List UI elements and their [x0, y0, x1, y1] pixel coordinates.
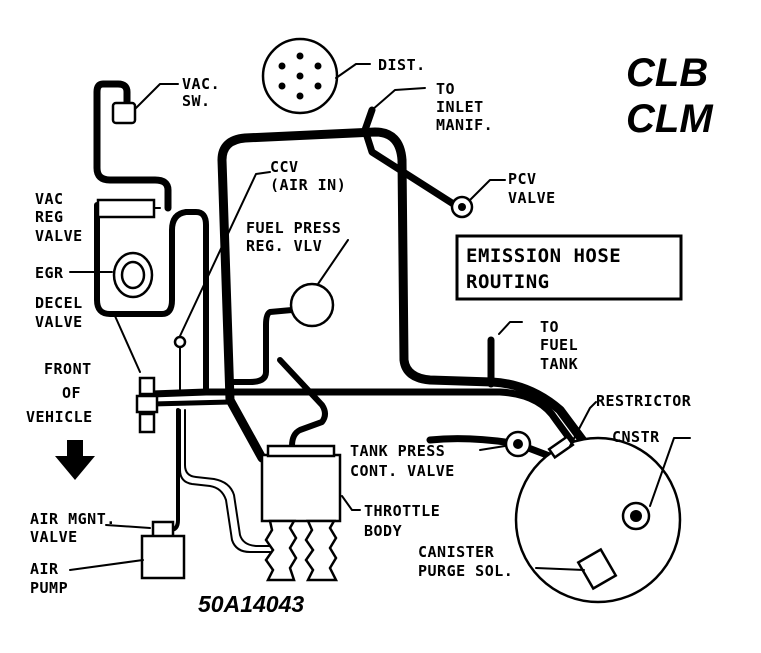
svg-text:CONT. VALVE: CONT. VALVE: [350, 462, 455, 480]
model-code-clb: CLB: [626, 51, 708, 95]
hose-tank-press-valve: [426, 435, 564, 464]
svg-text:PCV: PCV: [508, 170, 537, 188]
svg-text:VEHICLE: VEHICLE: [26, 408, 93, 426]
svg-text:MANIF.: MANIF.: [436, 116, 493, 134]
svg-text:FRONT: FRONT: [44, 360, 92, 378]
leader-lines: [69, 63, 691, 571]
label-to-inlet-manif: TO INLET MANIF.: [436, 80, 493, 134]
label-decel-valve: DECEL VALVE: [35, 294, 83, 331]
svg-text:TO: TO: [436, 80, 455, 98]
svg-text:VAC: VAC: [35, 190, 64, 208]
decel-valve: [135, 376, 159, 434]
label-fuel-press-reg: FUEL PRESS REG. VLV: [246, 219, 341, 255]
canister-purge-solenoid: [576, 547, 618, 591]
title-box: [455, 234, 683, 301]
svg-text:VALVE: VALVE: [30, 528, 78, 546]
svg-text:VALVE: VALVE: [35, 227, 83, 245]
air-pump: [140, 534, 186, 580]
svg-text:TO: TO: [540, 318, 559, 336]
label-vac-sw: VAC. SW.: [182, 75, 220, 110]
svg-text:VAC.: VAC.: [182, 75, 220, 93]
label-throttle-body: THROTTLE BODY: [364, 502, 440, 540]
svg-text:TANK: TANK: [540, 355, 578, 373]
label-vac-reg-valve: VAC REG VALVE: [35, 190, 83, 245]
hose-horizontal-main: [148, 388, 604, 484]
canister: [514, 436, 682, 604]
svg-text:AIR MGNT.: AIR MGNT.: [30, 510, 116, 528]
model-code-clm: CLM: [626, 97, 714, 141]
tank-press-cont-valve: [504, 430, 532, 458]
fuel-press-reg-valve: [289, 282, 335, 328]
svg-text:AIR: AIR: [30, 560, 59, 578]
label-air-pump: AIR PUMP: [30, 560, 68, 597]
label-front-of-vehicle: FRONT OF VEHICLE: [26, 360, 93, 426]
label-pcv-valve: PCV VALVE: [508, 170, 556, 207]
label-canister-purge: CANISTER PURGE SOL.: [418, 543, 513, 580]
vac-switch: [111, 101, 137, 125]
label-dist: DIST.: [378, 56, 426, 74]
hose-to-inlet-manifold: [361, 106, 459, 209]
svg-text:VALVE: VALVE: [508, 189, 556, 207]
svg-text:CCV: CCV: [270, 158, 299, 176]
label-to-fuel-tank: TO FUEL TANK: [540, 318, 578, 373]
svg-text:FUEL: FUEL: [540, 336, 578, 354]
throttle-body: [260, 444, 342, 582]
label-cnstr: CNSTR: [612, 428, 660, 446]
title-line-1: EMISSION HOSE: [466, 245, 621, 267]
pcv-valve: [450, 195, 474, 219]
label-restrictor: RESTRICTOR: [596, 392, 692, 410]
svg-text:(AIR IN): (AIR IN): [270, 176, 346, 194]
label-ccv: CCV (AIR IN): [270, 158, 346, 194]
main-hose-loop: [217, 127, 641, 517]
title-line-2: ROUTING: [466, 271, 550, 293]
hose-fuel-press-reg: [227, 307, 328, 449]
svg-text:PURGE SOL.: PURGE SOL.: [418, 562, 513, 580]
svg-text:REG: REG: [35, 208, 64, 226]
distributor-cap: [261, 37, 339, 115]
svg-text:FUEL PRESS: FUEL PRESS: [246, 219, 341, 237]
label-tank-press: TANK PRESS CONT. VALVE: [350, 442, 455, 480]
egr-valve: [112, 251, 154, 299]
svg-text:VALVE: VALVE: [35, 313, 83, 331]
svg-text:REG. VLV: REG. VLV: [246, 237, 322, 255]
svg-text:DIST.: DIST.: [378, 56, 426, 74]
restrictor: [547, 434, 575, 460]
figure-code: 50A14043: [198, 591, 304, 617]
hose-vac-switch: [93, 80, 172, 212]
svg-text:BODY: BODY: [364, 522, 402, 540]
vac-reg-valve: [96, 198, 156, 219]
svg-text:RESTRICTOR: RESTRICTOR: [596, 392, 692, 410]
svg-text:INLET: INLET: [436, 98, 484, 116]
ccv-fitting: [173, 335, 187, 349]
svg-text:TANK PRESS: TANK PRESS: [350, 442, 445, 460]
hose-vac-reg-side: [94, 202, 209, 395]
svg-text:OF: OF: [62, 384, 81, 402]
svg-text:PUMP: PUMP: [30, 579, 68, 597]
svg-text:CNSTR: CNSTR: [612, 428, 660, 446]
svg-text:EGR: EGR: [35, 264, 64, 282]
svg-text:THROTTLE: THROTTLE: [364, 502, 440, 520]
down-arrow-icon: [55, 440, 95, 480]
label-egr: EGR: [35, 264, 64, 282]
label-air-mgnt-valve: AIR MGNT. VALVE: [30, 510, 116, 546]
svg-text:DECEL: DECEL: [35, 294, 83, 312]
svg-text:CANISTER: CANISTER: [418, 543, 495, 561]
svg-text:SW.: SW.: [182, 92, 211, 110]
